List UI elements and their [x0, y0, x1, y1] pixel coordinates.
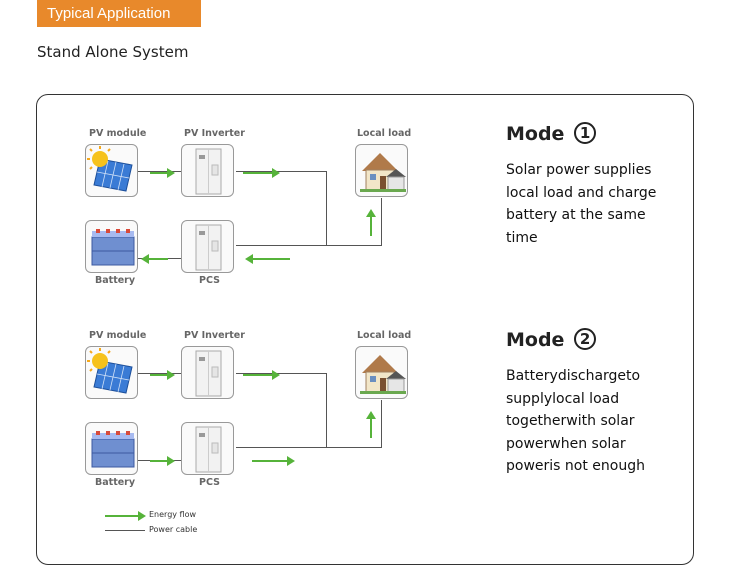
pcs-label: PCS: [199, 275, 220, 286]
battery-label: Battery: [95, 275, 136, 286]
battery-label: Battery: [95, 477, 136, 488]
mode-title: Mode 1: [506, 122, 597, 145]
legend-power-cable-label: Power cable: [149, 525, 198, 534]
energy-flow-arrow: [150, 370, 175, 380]
pv-inverter-label: PV Inverter: [184, 128, 245, 139]
pv-inverter-label: PV Inverter: [184, 330, 245, 341]
power-cable: [138, 373, 181, 374]
energy-flow-arrow: [366, 411, 376, 438]
power-cable: [236, 171, 326, 172]
mode-number: 2: [574, 328, 597, 350]
energy-flow-arrow: [243, 168, 280, 178]
house-icon: [355, 346, 408, 399]
diagram-panel: [36, 94, 694, 565]
energy-flow-arrow: [150, 168, 175, 178]
power-cable: [236, 245, 382, 246]
energy-flow-arrow: [366, 209, 376, 236]
pv-inverter-icon: [181, 144, 234, 197]
power-cable: [326, 373, 327, 448]
energy-flow-arrow: [141, 254, 168, 264]
power-cable: [381, 400, 382, 448]
battery-icon: [85, 220, 138, 273]
section-tag: Typical Application: [37, 0, 201, 27]
legend-energy-flow-swatch: [105, 511, 146, 521]
energy-flow-arrow: [252, 456, 295, 466]
power-cable: [236, 373, 326, 374]
local-load-label: Local load: [357, 128, 412, 139]
mode-number: 1: [574, 122, 597, 144]
energy-flow-arrow: [245, 254, 290, 264]
energy-flow-arrow: [150, 456, 175, 466]
legend-power-cable-swatch: [105, 530, 145, 531]
power-cable: [138, 171, 181, 172]
pv-module-label: PV module: [89, 128, 147, 139]
section-subtitle: Stand Alone System: [37, 43, 189, 61]
pv-module-label: PV module: [89, 330, 147, 341]
pcs-label: PCS: [199, 477, 220, 488]
energy-flow-arrow: [243, 370, 280, 380]
house-icon: [355, 144, 408, 197]
mode-description: Solar power supplies local load and char…: [506, 162, 657, 246]
power-cable: [236, 447, 382, 448]
pcs-icon: [181, 220, 234, 273]
pv-module-icon: [85, 144, 138, 197]
pv-inverter-icon: [181, 346, 234, 399]
pv-module-icon: [85, 346, 138, 399]
mode-title: Mode 2: [506, 328, 597, 351]
power-cable: [326, 171, 327, 246]
legend-energy-flow-label: Energy flow: [149, 510, 197, 519]
power-cable: [381, 198, 382, 246]
local-load-label: Local load: [357, 330, 412, 341]
pcs-icon: [181, 422, 234, 475]
mode-description: Batterydischargeto supplylocal load toge…: [506, 368, 645, 474]
battery-icon: [85, 422, 138, 475]
